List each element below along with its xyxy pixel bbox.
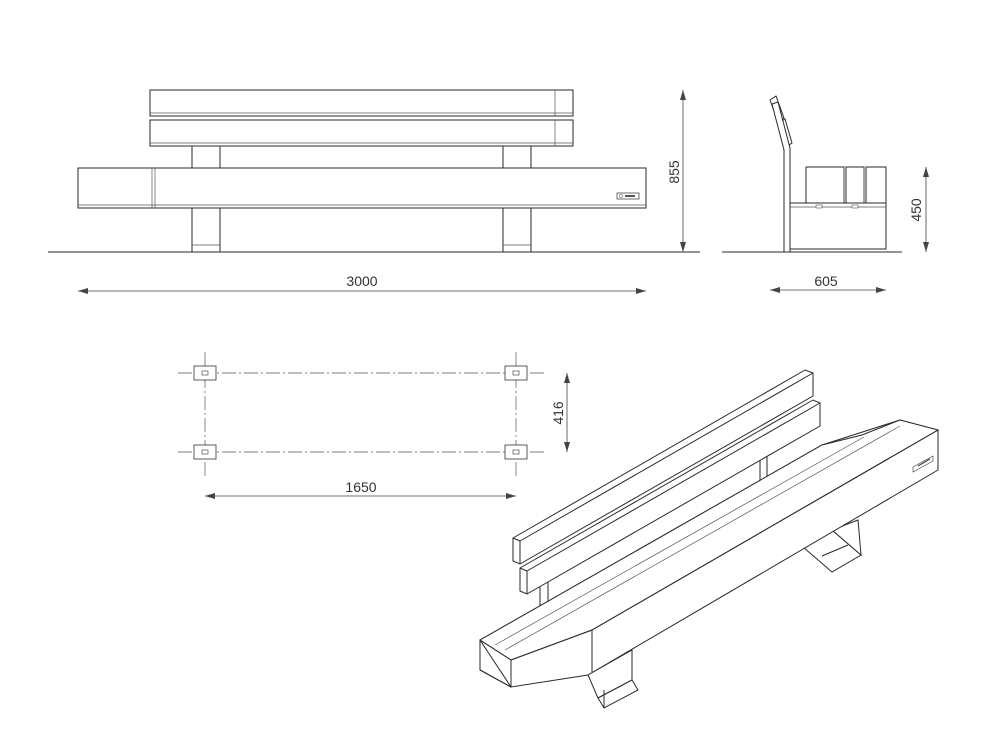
front-view: 3000 855 xyxy=(48,89,700,294)
iso-seat-beam xyxy=(479,419,940,688)
footprint-plan: 416 1650 xyxy=(178,352,570,499)
length-dimension-label: 3000 xyxy=(346,273,377,289)
iso-brand-plate-icon xyxy=(912,455,934,473)
height-dimension-label: 855 xyxy=(666,160,682,184)
iso-foot-front xyxy=(587,649,639,709)
anchor-plate-top-right xyxy=(504,365,528,381)
side-seat-box-mid xyxy=(845,166,865,204)
anchor-plate-bottom-left xyxy=(193,444,217,460)
side-back-post xyxy=(771,101,791,253)
side-seat-box-right xyxy=(865,166,887,204)
side-foot-frame xyxy=(789,202,887,250)
brand-plate-icon xyxy=(616,192,640,200)
back-post-left xyxy=(191,145,221,169)
depth-dimension-label: 605 xyxy=(814,273,838,289)
backrest-slat-upper xyxy=(149,89,574,117)
side-seat-box-left xyxy=(805,166,845,204)
iso-backrest-slat-lower xyxy=(519,399,821,595)
seat-beam xyxy=(77,167,647,209)
foot-spacing-dimension-label: 1650 xyxy=(345,479,376,495)
leg-left xyxy=(191,207,221,253)
side-view: 450 605 xyxy=(722,95,929,293)
iso-backrest-slat-upper xyxy=(512,369,814,565)
back-post-right xyxy=(502,145,532,169)
isometric-view xyxy=(479,369,940,709)
anchor-plate-top-left xyxy=(193,365,217,381)
foot-depth-dimension-label: 416 xyxy=(550,401,566,425)
backrest-slat-lower xyxy=(149,119,574,147)
leg-right xyxy=(502,207,532,253)
anchor-plate-bottom-right xyxy=(504,444,528,460)
seat-height-dimension-label: 450 xyxy=(908,198,924,222)
